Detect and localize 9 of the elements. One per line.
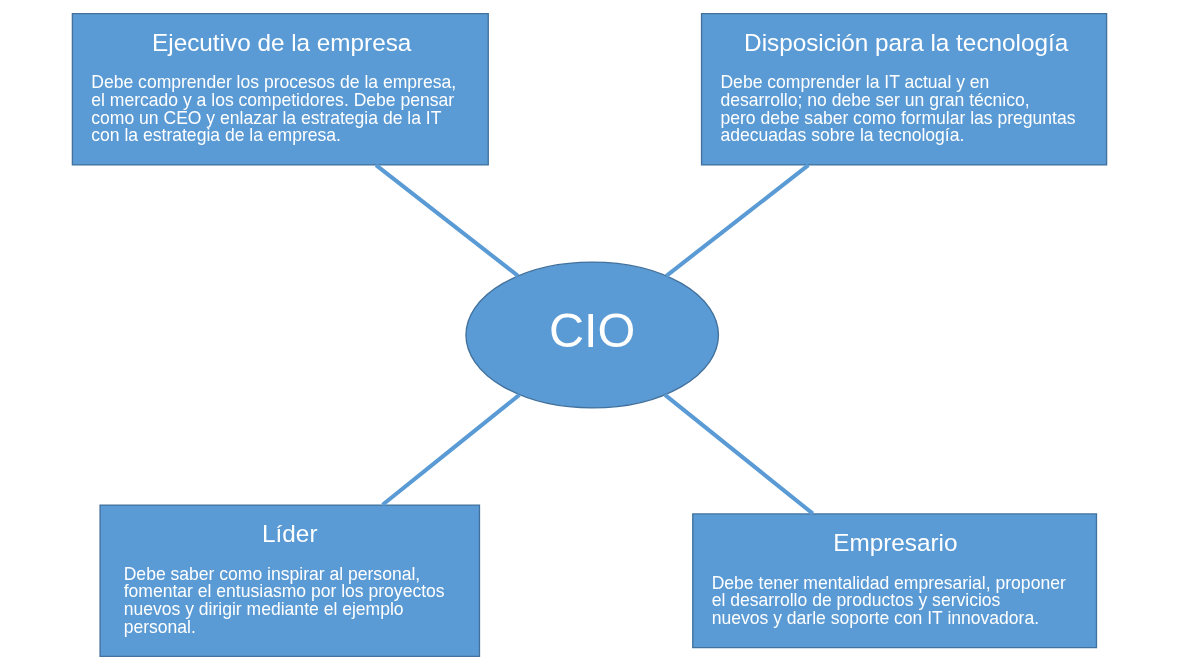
connector [380, 393, 521, 507]
node-box: Líder Debe saber como inspirar al personal, fomentar el entusiasmo por los proyectos nuevos y dirigir mediante el ejemplo personal. [98, 504, 480, 657]
node-ellipse: CIO [464, 261, 719, 409]
connector [664, 163, 810, 278]
connector [663, 393, 814, 516]
node-box: Empresario Debe tener mentalidad empresarial, proponer el desarrollo de productos y servicios nuevos y darle soporte con IT innovadora. [691, 513, 1097, 649]
node-box: Ejecutivo de la empresa Debe comprender los procesos de la empresa, el mercado y a los competidores. Debe pensar como un CEO y enlazar la estrategia de la IT con la estrategia de la empresa. [71, 13, 489, 166]
node-box: Disposición para la tecnología Debe comprender la IT actual y en desarrollo; no debe ser un gran técnico, pero debe saber como formular las preguntas adecuadas sobre la tecnología. [700, 13, 1107, 166]
connector [374, 163, 519, 278]
